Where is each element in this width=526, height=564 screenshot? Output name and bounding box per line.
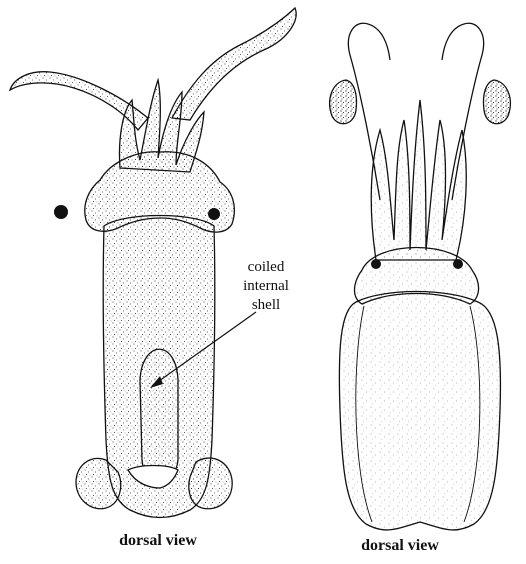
right-eye-right: [453, 259, 463, 269]
coiled-shell-annotation: coiled internal shell: [226, 258, 306, 315]
right-club-left: [330, 80, 357, 124]
coiled-shell-outline: [140, 349, 178, 479]
right-specimen: [330, 23, 511, 530]
right-club-right: [483, 80, 510, 124]
right-tentacle-arm: [172, 8, 296, 120]
right-arms: [371, 100, 466, 260]
right-eye-left: [371, 259, 381, 269]
left-fin-right: [189, 458, 232, 509]
left-eye-right: [208, 208, 220, 220]
annotation-line-3: shell: [226, 296, 306, 315]
annotation-line-2: internal: [226, 277, 306, 296]
right-mantle: [339, 292, 500, 530]
right-caption: dorsal view: [330, 537, 470, 555]
annotation-line-1: coiled: [226, 258, 306, 277]
left-caption: dorsal view: [88, 532, 228, 550]
left-eye-left: [54, 205, 68, 219]
